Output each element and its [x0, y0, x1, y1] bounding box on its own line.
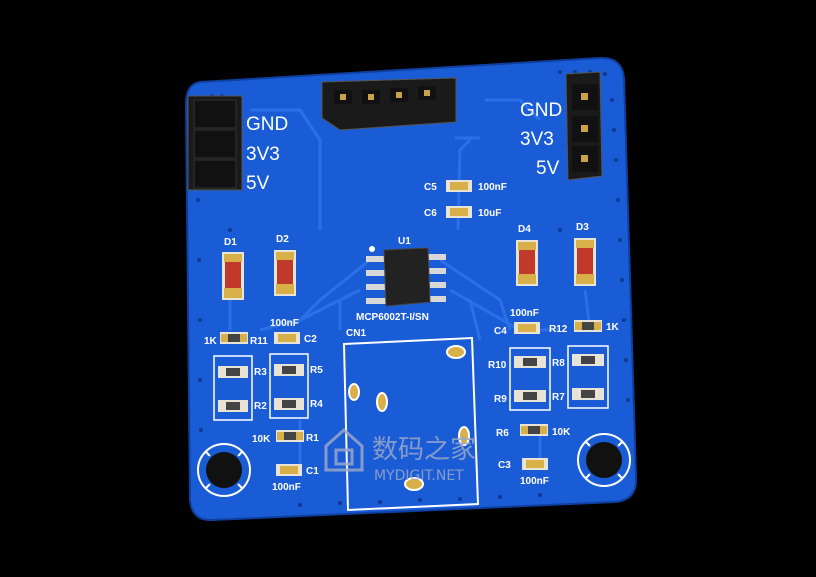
svg-text:D4: D4 — [518, 224, 531, 235]
cap-c1: C1 100nF — [272, 464, 319, 493]
cap-c4: 100nF C4 — [494, 308, 540, 337]
svg-text:R12: R12 — [549, 324, 568, 335]
svg-text:C4: C4 — [494, 326, 507, 337]
resistor-r11: 1K R11 — [204, 332, 268, 347]
svg-text:R1: R1 — [306, 433, 319, 444]
svg-text:R8: R8 — [552, 358, 565, 369]
left-label-gnd: GND — [246, 114, 288, 135]
ic-u1: U1 MCP6002T-I/SN — [356, 236, 446, 323]
resistor-cluster-left: R3 R2 R5 R4 — [213, 353, 323, 421]
cap-c3: C3 100nF — [498, 458, 549, 487]
right-label-3v3: 3V3 — [520, 129, 554, 150]
svg-text:U1: U1 — [398, 236, 411, 247]
svg-text:10K: 10K — [552, 427, 571, 438]
svg-text:10uF: 10uF — [478, 208, 501, 219]
svg-text:R5: R5 — [310, 365, 323, 376]
svg-text:100nF: 100nF — [270, 318, 299, 329]
connector-cn1: CN1 — [342, 328, 480, 512]
svg-text:R7: R7 — [552, 392, 565, 403]
watermark-logo-icon — [324, 427, 364, 472]
top-pin-header — [321, 77, 457, 131]
svg-text:C3: C3 — [498, 460, 511, 471]
svg-text:R9: R9 — [494, 394, 507, 405]
svg-text:C2: C2 — [304, 334, 317, 345]
svg-text:10K: 10K — [252, 434, 271, 445]
copper-traces — [228, 98, 592, 470]
svg-text:D2: D2 — [276, 234, 289, 245]
watermark-url: MYDIGIT.NET — [374, 468, 464, 484]
diode-d3: D3 — [574, 222, 596, 286]
svg-text:R4: R4 — [310, 399, 323, 410]
svg-text:100nF: 100nF — [478, 182, 507, 193]
watermark: 数码之家 MYDIGIT.NET — [324, 427, 476, 484]
svg-text:100nF: 100nF — [520, 476, 549, 487]
svg-text:C1: C1 — [306, 466, 319, 477]
svg-text:CN1: CN1 — [346, 328, 366, 339]
mounting-hole-right — [577, 433, 631, 487]
svg-text:1K: 1K — [204, 336, 218, 347]
cap-c5: C5 100nF — [424, 180, 507, 193]
resistor-cluster-right: R10 R9 R8 R7 — [488, 345, 609, 411]
svg-text:R10: R10 — [488, 360, 507, 371]
svg-text:C6: C6 — [424, 208, 437, 219]
right-label-gnd: GND — [520, 100, 562, 121]
svg-text:R11: R11 — [250, 336, 268, 347]
svg-text:100nF: 100nF — [272, 482, 301, 493]
svg-text:D3: D3 — [576, 222, 589, 233]
svg-text:R3: R3 — [254, 367, 267, 378]
diode-d1: D1 — [222, 237, 244, 300]
svg-text:1K: 1K — [606, 322, 620, 333]
left-label-3v3: 3V3 — [246, 144, 280, 165]
svg-text:D1: D1 — [224, 237, 237, 248]
resistor-r6: R6 10K — [496, 424, 571, 439]
left-header-labels: GND 3V3 5V — [246, 114, 288, 194]
diode-d2: D2 — [274, 234, 296, 296]
right-header-labels: GND 3V3 5V — [520, 100, 562, 179]
mounting-hole-left — [197, 443, 251, 497]
diode-d4: D4 — [516, 224, 538, 286]
cap-c6: C6 10uF — [424, 206, 501, 219]
left-pin-header — [187, 95, 243, 191]
resistor-r1: 10K R1 — [252, 430, 319, 445]
svg-text:R2: R2 — [254, 401, 267, 412]
right-label-5v: 5V — [536, 158, 560, 179]
ic-part-label: MCP6002T-I/SN — [356, 312, 429, 323]
cap-c2: 100nF C2 — [270, 318, 317, 345]
watermark-title: 数码之家 — [372, 435, 476, 465]
svg-text:C5: C5 — [424, 182, 437, 193]
resistor-r12: R12 1K — [549, 320, 620, 335]
left-label-5v: 5V — [246, 173, 270, 194]
svg-text:R6: R6 — [496, 428, 509, 439]
svg-text:100nF: 100nF — [510, 308, 539, 319]
right-pin-header — [565, 71, 603, 181]
